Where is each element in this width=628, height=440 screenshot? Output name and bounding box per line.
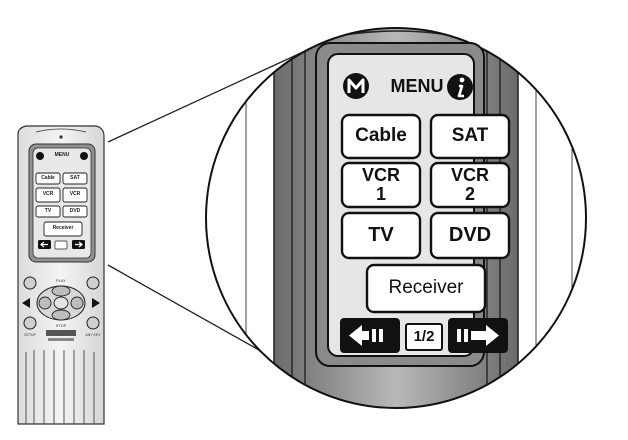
- small-remote: PLAY STOP SETUP ANY KEY: [17, 125, 105, 425]
- prev-page-button[interactable]: [340, 318, 400, 353]
- page-indicator-box: [405, 323, 443, 351]
- svg-text:STOP: STOP: [56, 323, 67, 328]
- tv-button[interactable]: TV: [368, 223, 394, 246]
- btn-tv-shape: [340, 211, 422, 260]
- svg-text:ANY KEY: ANY KEY: [85, 333, 101, 337]
- svg-text:SETUP: SETUP: [24, 333, 36, 337]
- btn-vcr1-shape: [340, 161, 422, 209]
- vcr1-button[interactable]: VCR 1: [342, 163, 420, 207]
- small-btn-topright: [86, 276, 100, 290]
- cable-button[interactable]: Cable: [355, 125, 407, 147]
- next-page-button[interactable]: [448, 318, 508, 353]
- btn-receiver-shape: [365, 263, 487, 314]
- btn-vcr2-shape: [429, 161, 511, 209]
- btn-dvd-shape: [429, 211, 511, 260]
- small-btn-bottomright: [86, 316, 100, 330]
- vcr2-button[interactable]: VCR 2: [431, 163, 509, 207]
- vcr1-button-number: 1: [375, 184, 386, 204]
- dvd-button[interactable]: DVD: [448, 223, 492, 246]
- zoom-line-top: [107, 45, 317, 143]
- btn-sat-shape: [429, 113, 511, 160]
- svg-text:PLAY: PLAY: [56, 278, 66, 283]
- small-ir-dot: [59, 135, 63, 139]
- logo-m-icon: [343, 73, 369, 99]
- vcr2-button-label: VCR: [450, 164, 489, 185]
- vcr1-button-label: VCR: [361, 164, 400, 185]
- small-btn-topleft: [23, 276, 37, 290]
- vcr2-button-number: 2: [464, 184, 475, 204]
- small-logo-m-icon: [36, 152, 44, 160]
- btn-cable-shape: [340, 113, 422, 160]
- arrow-left-icon: [340, 318, 400, 353]
- receiver-button[interactable]: Receiver: [388, 277, 464, 299]
- small-btn-bottomleft: [23, 316, 37, 330]
- small-info-icon: [80, 152, 88, 160]
- arrow-right-icon: [448, 318, 508, 353]
- info-icon: [447, 74, 473, 100]
- sat-button[interactable]: SAT: [451, 125, 489, 147]
